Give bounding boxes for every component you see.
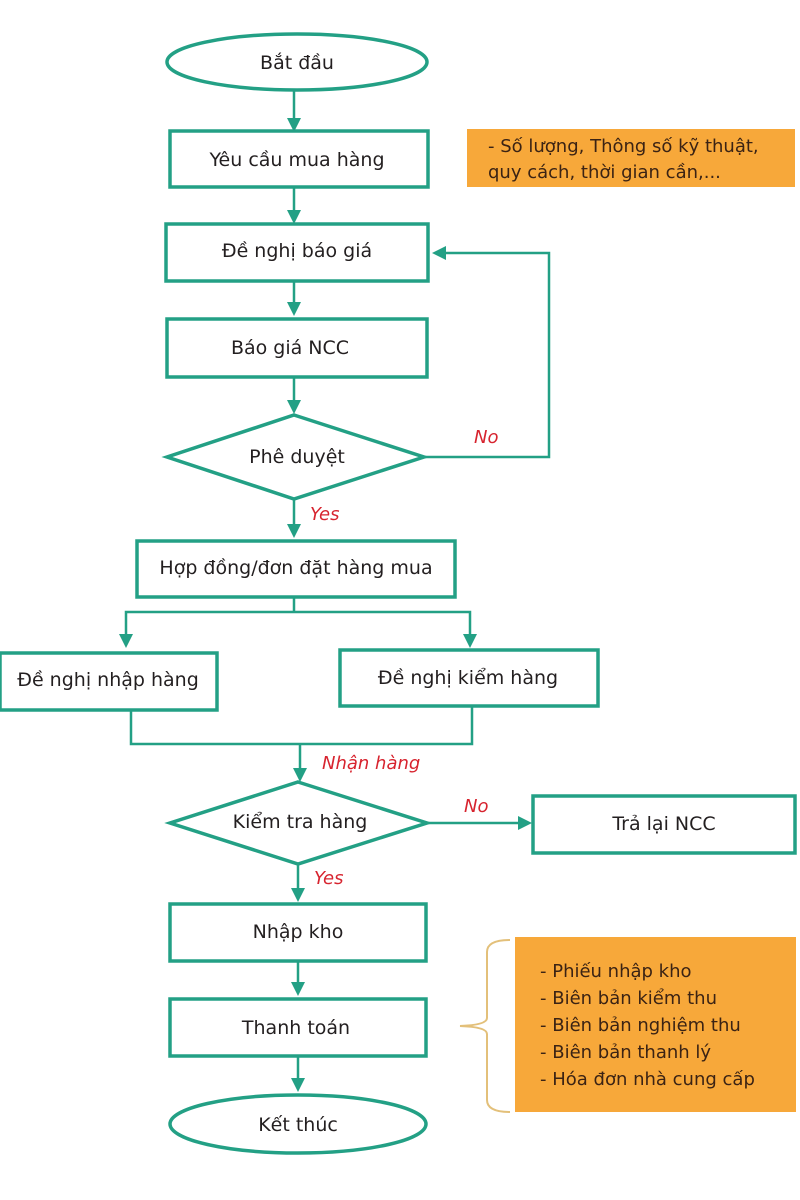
request-details-line: - Số lượng, Thông số kỹ thuật, — [488, 136, 759, 157]
arrowhead — [287, 118, 301, 132]
check-no-label: No — [464, 796, 488, 817]
request-details-note: - Số lượng, Thông số kỹ thuật, quy cách,… — [467, 129, 795, 187]
payment-node[interactable]: Thanh toán — [168, 997, 428, 1058]
brace-icon — [459, 939, 511, 1113]
payment-box — [168, 997, 428, 1058]
connector-merge-branches — [129, 707, 474, 746]
receive-goods-label: Nhận hàng — [322, 753, 420, 774]
end-node[interactable]: Kết thúc — [168, 1093, 428, 1155]
inspection-request-node[interactable]: Đề nghị kiểm hàng — [338, 648, 600, 708]
supplier-quote-node[interactable]: Báo giá NCC — [165, 317, 429, 379]
document-item: - Biên bản thanh lý — [540, 1042, 711, 1063]
document-item: - Biên bản nghiệm thu — [540, 1015, 741, 1036]
start-label: Bắt đầu — [260, 51, 334, 74]
arrowhead — [291, 1078, 305, 1092]
arrowhead — [287, 400, 301, 414]
connector-split-branches — [124, 610, 472, 640]
end-ellipse — [168, 1093, 428, 1155]
arrowhead — [119, 634, 133, 648]
import-request-node[interactable]: Đề nghị nhập hàng — [0, 651, 219, 712]
check-goods-diamond — [164, 780, 433, 866]
check-yes-label: Yes — [314, 868, 343, 889]
request-details-box — [467, 129, 795, 187]
return-supplier-node[interactable]: Trả lại NCC — [531, 794, 797, 855]
warehouse-entry-node[interactable]: Nhập kho — [168, 902, 428, 963]
warehouse-entry-box — [168, 902, 428, 963]
approval-yes-label: Yes — [310, 504, 339, 525]
quote-request-node[interactable]: Đề nghị báo giá — [164, 222, 430, 283]
documents-note: - Phiếu nhập kho - Biên bản kiểm thu - B… — [459, 937, 796, 1113]
approval-no-label: No — [474, 427, 498, 448]
documents-box — [515, 937, 796, 1112]
quote-request-label: Đề nghị báo giá — [222, 240, 372, 262]
inspection-request-label: Đề nghị kiểm hàng — [378, 667, 558, 689]
contract-node[interactable]: Hợp đồng/đơn đặt hàng mua — [135, 539, 457, 599]
connectors — [119, 90, 551, 1092]
arrowhead — [291, 888, 305, 902]
payment-label: Thanh toán — [241, 1017, 350, 1039]
check-goods-decision[interactable]: Kiểm tra hàng — [164, 780, 433, 866]
end-label: Kết thúc — [258, 1114, 338, 1136]
document-item: - Biên bản kiểm thu — [540, 988, 717, 1009]
supplier-quote-box — [165, 317, 429, 379]
approval-label: Phê duyệt — [249, 446, 345, 468]
arrowhead — [293, 768, 307, 782]
connector-approval-no-loop — [424, 251, 551, 459]
purchase-request-node[interactable]: Yêu cầu mua hàng — [168, 129, 430, 189]
arrowhead — [287, 302, 301, 316]
import-request-label: Đề nghị nhập hàng — [17, 669, 199, 691]
document-item: - Phiếu nhập kho — [540, 961, 692, 982]
document-item: - Hóa đơn nhà cung cấp — [540, 1069, 755, 1090]
supplier-quote-label: Báo giá NCC — [231, 337, 349, 359]
return-supplier-box — [531, 794, 797, 855]
check-goods-label: Kiểm tra hàng — [233, 811, 368, 833]
start-ellipse — [165, 32, 429, 92]
contract-label: Hợp đồng/đơn đặt hàng mua — [159, 557, 432, 579]
approval-diamond — [161, 413, 430, 501]
arrowhead — [287, 524, 301, 538]
return-supplier-label: Trả lại NCC — [611, 813, 715, 835]
inspection-request-box — [338, 648, 600, 708]
quote-request-box — [164, 222, 430, 283]
arrowhead — [287, 210, 301, 224]
import-request-box — [0, 651, 219, 712]
purchase-request-box — [168, 129, 430, 189]
purchase-request-label: Yêu cầu mua hàng — [208, 149, 384, 171]
contract-box — [135, 539, 457, 599]
request-details-line: quy cách, thời gian cần,... — [488, 162, 721, 183]
start-node[interactable]: Bắt đầu — [165, 32, 429, 92]
arrowhead — [432, 246, 446, 260]
approval-decision[interactable]: Phê duyệt — [161, 413, 430, 501]
warehouse-entry-label: Nhập kho — [253, 921, 344, 943]
arrowhead — [518, 816, 532, 830]
arrowhead — [463, 634, 477, 648]
arrowhead — [291, 982, 305, 996]
